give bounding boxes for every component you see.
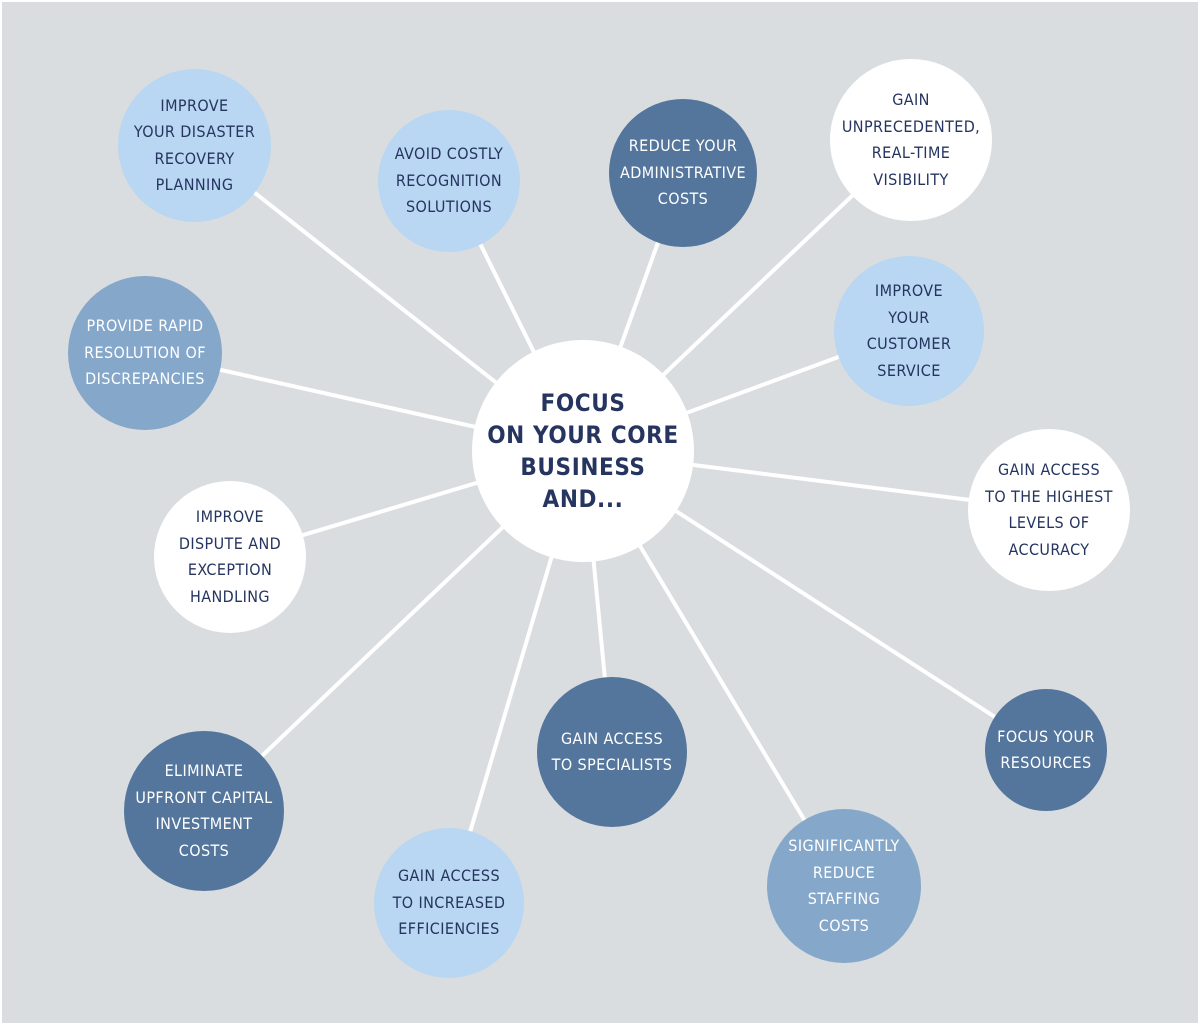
node-upfront-capital: ELIMINATE UPFRONT CAPITAL INVESTMENT COS… <box>124 731 284 891</box>
node-increased-efficiencies: GAIN ACCESS TO INCREASED EFFICIENCIES <box>374 828 524 978</box>
node-label-increased-efficiencies: GAIN ACCESS TO INCREASED EFFICIENCIES <box>392 866 506 939</box>
node-staffing-costs: SIGNIFICANTLY REDUCE STAFFING COSTS <box>767 809 921 963</box>
node-recognition-solutions: AVOID COSTLY RECOGNITION SOLUTIONS <box>378 110 520 252</box>
node-label-dispute-handling: IMPROVE DISPUTE AND EXCEPTION HANDLING <box>178 507 282 606</box>
center-node: FOCUS ON YOUR CORE BUSINESS AND... <box>472 340 694 562</box>
node-highest-accuracy: GAIN ACCESS TO THE HIGHEST LEVELS OF ACC… <box>968 429 1130 591</box>
node-label-highest-accuracy: GAIN ACCESS TO THE HIGHEST LEVELS OF ACC… <box>985 460 1113 559</box>
node-label-specialists: GAIN ACCESS TO SPECIALISTS <box>551 728 673 775</box>
node-label-discrepancies: PROVIDE RAPID RESOLUTION OF DISCREPANCIE… <box>84 316 206 389</box>
node-label-focus-resources: FOCUS YOUR RESOURCES <box>997 726 1095 773</box>
node-label-recognition-solutions: AVOID COSTLY RECOGNITION SOLUTIONS <box>394 144 504 217</box>
node-administrative-costs: REDUCE YOUR ADMINISTRATIVE COSTS <box>609 99 757 247</box>
node-real-time-visibility: GAIN UNPRECEDENTED, REAL-TIME VISIBILITY <box>830 59 992 221</box>
node-label-upfront-capital: ELIMINATE UPFRONT CAPITAL INVESTMENT COS… <box>135 761 273 860</box>
node-label-staffing-costs: SIGNIFICANTLY REDUCE STAFFING COSTS <box>788 836 900 935</box>
node-label-disaster-recovery: IMPROVE YOUR DISASTER RECOVERY PLANNING <box>133 95 256 195</box>
node-disaster-recovery: IMPROVE YOUR DISASTER RECOVERY PLANNING <box>118 69 271 222</box>
node-customer-service: IMPROVE YOUR CUSTOMER SERVICE <box>834 256 984 406</box>
node-discrepancies: PROVIDE RAPID RESOLUTION OF DISCREPANCIE… <box>68 276 222 430</box>
node-specialists: GAIN ACCESS TO SPECIALISTS <box>537 677 687 827</box>
node-label-customer-service: IMPROVE YOUR CUSTOMER SERVICE <box>866 281 952 380</box>
node-dispute-handling: IMPROVE DISPUTE AND EXCEPTION HANDLING <box>154 481 306 633</box>
node-label-administrative-costs: REDUCE YOUR ADMINISTRATIVE COSTS <box>619 136 747 209</box>
node-label-real-time-visibility: GAIN UNPRECEDENTED, REAL-TIME VISIBILITY <box>841 90 981 189</box>
node-focus-resources: FOCUS YOUR RESOURCES <box>985 689 1107 811</box>
center-node-label: FOCUS ON YOUR CORE BUSINESS AND... <box>487 389 679 513</box>
